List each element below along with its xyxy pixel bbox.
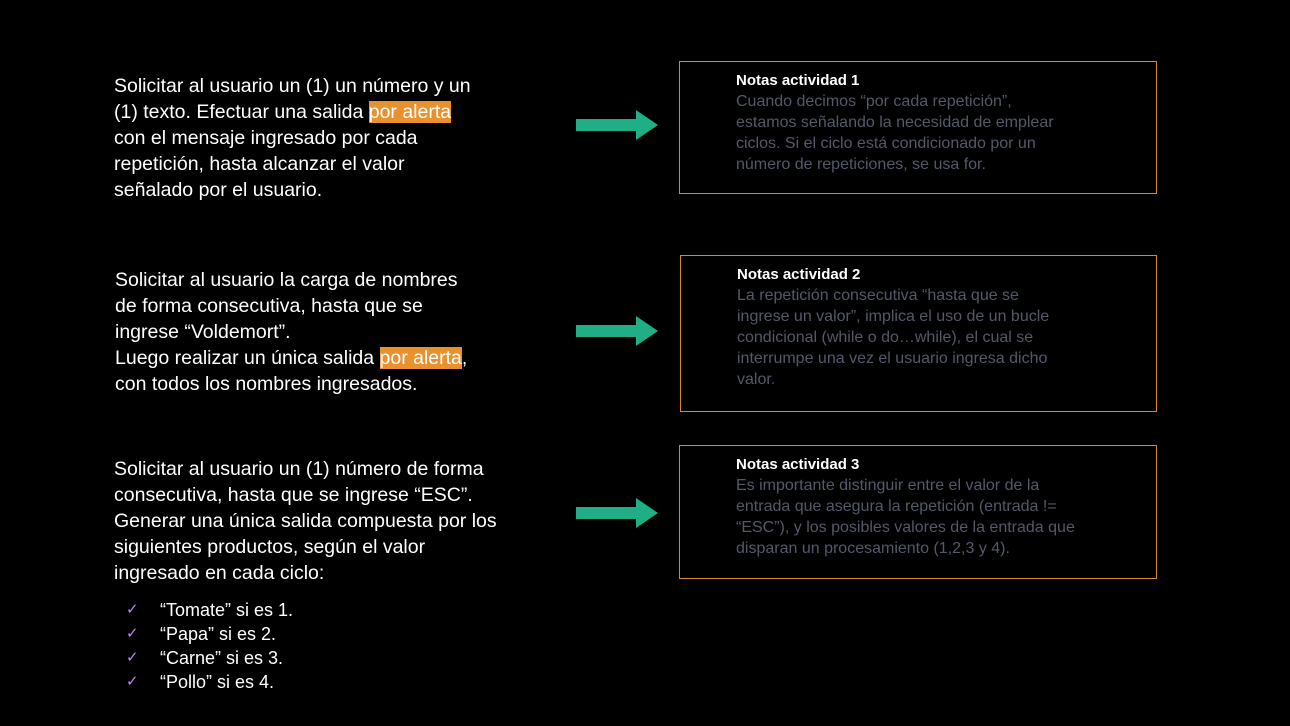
highlight-por-alerta: por alerta [368, 101, 452, 123]
activity-3-line-2: consecutiva, hasta que se ingrese “ESC”. [114, 484, 473, 506]
check-icon: ✓ [126, 625, 139, 642]
activity-2-line-4: Luego realizar un única salida por alert… [115, 347, 468, 369]
activity-2-line-3: ingrese “Voldemort”. [115, 321, 291, 343]
product-list: ✓“Tomate” si es 1. ✓“Papa” si es 2. ✓“Ca… [126, 598, 564, 694]
list-item: ✓“Pollo” si es 4. [126, 670, 564, 694]
check-icon: ✓ [126, 601, 139, 618]
note-2-title: Notas actividad 2 [737, 266, 861, 283]
activity-1-line-3: con el mensaje ingresado por cada [114, 127, 418, 149]
arrow-right-icon [576, 498, 658, 528]
note-3-body: Es importante distinguir entre el valor … [736, 477, 1075, 557]
activity-2-line-5: con todos los nombres ingresados. [115, 373, 418, 395]
note-activity-3: Notas actividad 3 Es importante distingu… [679, 445, 1157, 579]
activity-2-line-1: Solicitar al usuario la carga de nombres [115, 269, 458, 291]
activity-1-line-2: (1) texto. Efectuar una salida por alert… [114, 101, 452, 123]
note-3-title: Notas actividad 3 [736, 456, 860, 473]
activity-3-text: Solicitar al usuario un (1) número de fo… [114, 456, 564, 694]
note-activity-1: Notas actividad 1 Cuando decimos “por ca… [679, 61, 1157, 194]
list-item: ✓“Carne” si es 3. [126, 646, 564, 670]
note-2-body: La repetición consecutiva “hasta que se … [737, 287, 1050, 388]
arrow-right-icon [576, 316, 658, 346]
check-icon: ✓ [126, 649, 139, 666]
list-item: ✓“Papa” si es 2. [126, 622, 564, 646]
activity-3-line-5: ingresado en cada ciclo: [114, 562, 325, 584]
activity-3-line-3: Generar una única salida compuesta por l… [114, 510, 497, 532]
list-item: ✓“Tomate” si es 1. [126, 598, 564, 622]
activity-1-line-5: señalado por el usuario. [114, 179, 323, 201]
arrow-right-icon [576, 110, 658, 140]
note-1-body: Cuando decimos “por cada repetición”, es… [736, 93, 1054, 173]
activity-3-line-1: Solicitar al usuario un (1) número de fo… [114, 458, 484, 480]
activity-3-line-4: siguientes productos, según el valor [114, 536, 426, 558]
note-1-title: Notas actividad 1 [736, 72, 860, 89]
activity-1-line-1: Solicitar al usuario un (1) un número y … [114, 75, 471, 97]
activity-1-text: Solicitar al usuario un (1) un número y … [114, 73, 554, 203]
activity-2-line-2: de forma consecutiva, hasta que se [115, 295, 423, 317]
note-activity-2: Notas actividad 2 La repetición consecut… [680, 255, 1157, 412]
highlight-por-alerta: por alerta [379, 347, 462, 369]
activity-2-text: Solicitar al usuario la carga de nombres… [115, 267, 555, 397]
activity-1-line-4: repetición, hasta alcanzar el valor [114, 153, 405, 175]
check-icon: ✓ [126, 673, 139, 690]
